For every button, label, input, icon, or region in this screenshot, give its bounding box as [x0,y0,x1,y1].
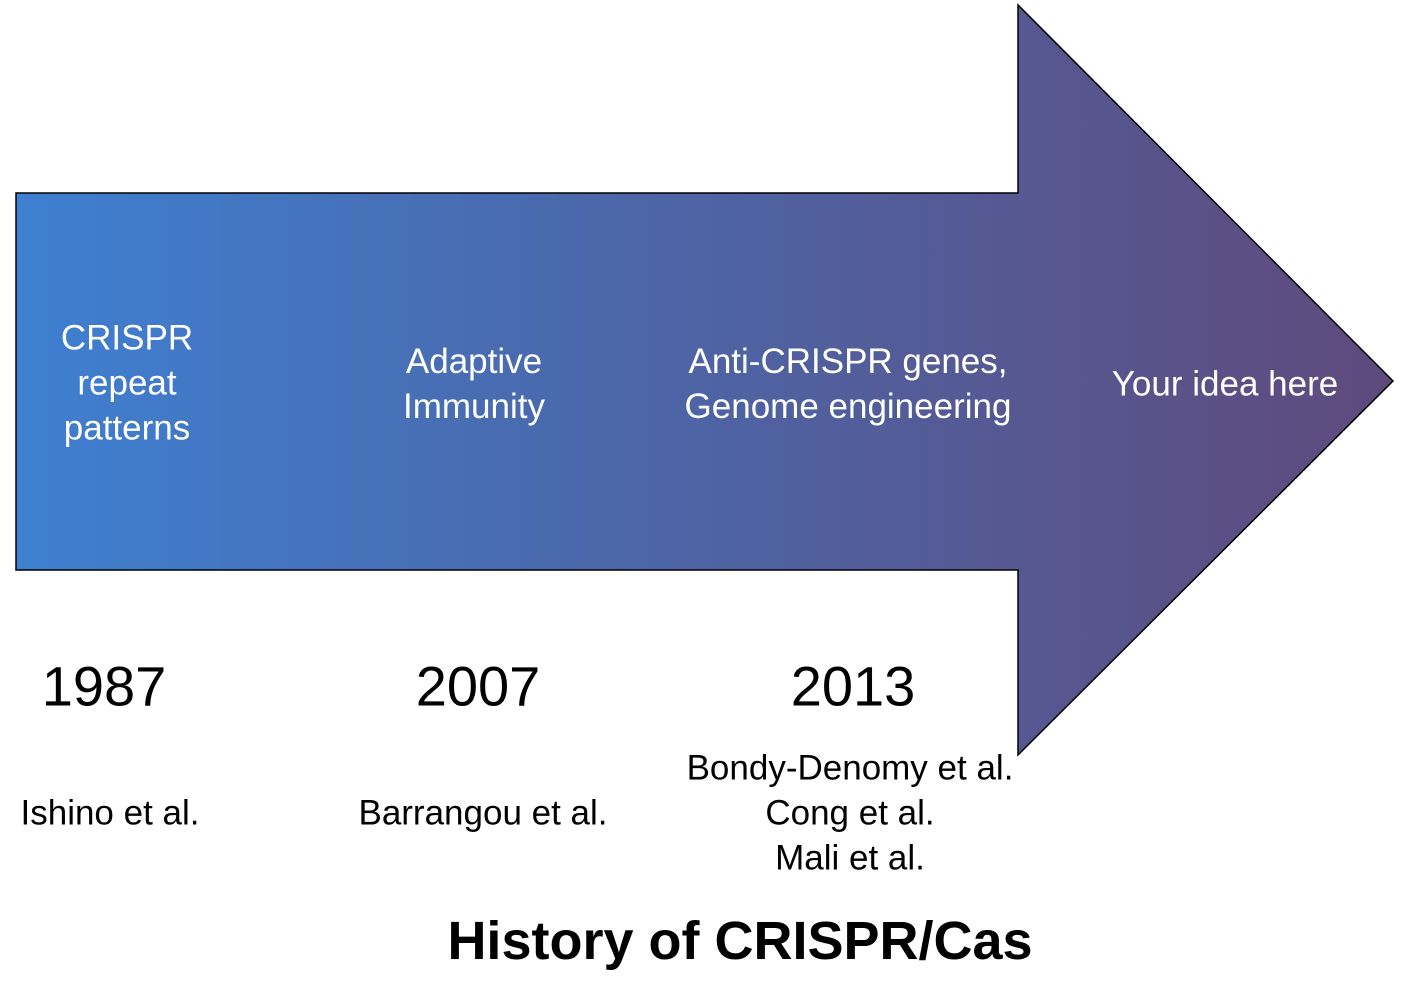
year-1987: 1987 [41,654,167,718]
citation: Ishino et al. [20,793,200,833]
label-line: Genome engineering [684,387,1012,426]
label-line: CRISPR [60,318,194,358]
citation: Cong et al. [765,793,935,833]
milestone-3-label: Anti-CRISPR genes, Genome engineering [685,339,1012,429]
milestone-4-label: Your idea here [1112,362,1338,407]
citation: Mali et al. [775,838,925,878]
citations-2007: Barrangou et al. [358,791,607,836]
label-line: Immunity [403,387,545,426]
year-2013: 2013 [790,654,916,718]
citation: Barrangou et al. [358,793,608,833]
milestone-1-label: CRISPR repeat patterns [61,316,193,451]
milestone-2-label: Adaptive Immunity [403,339,545,429]
label-line: Your idea here [1111,364,1339,404]
label-line: Anti-CRISPR genes, [688,342,1008,381]
citation: Bondy-Denomy et al. [686,748,1014,788]
year-2007: 2007 [415,654,541,718]
citations-1987: Ishino et al. [21,791,200,836]
label-line: Adaptive [405,342,543,381]
diagram-title: History of CRISPR/Cas [447,911,1033,971]
citations-2013: Bondy-Denomy et al. Cong et al. Mali et … [687,746,1014,881]
label-line: patterns [63,408,191,448]
label-line: repeat [77,363,177,403]
arrow-shape [15,3,1395,757]
